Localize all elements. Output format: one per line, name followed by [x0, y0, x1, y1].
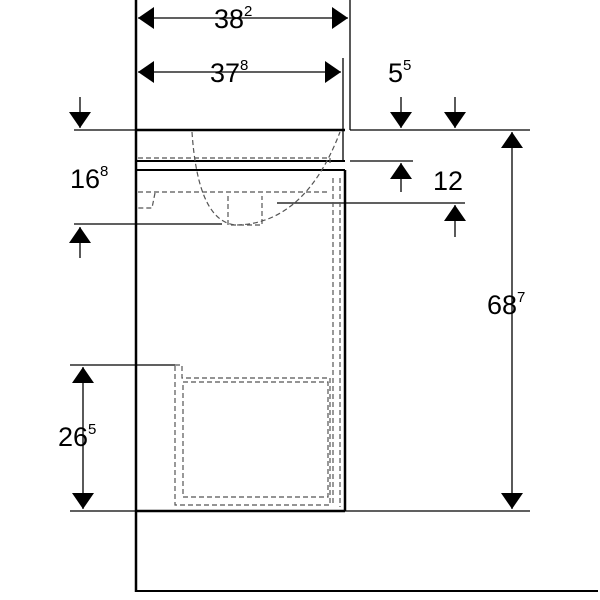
- label-basin-rim: 12: [433, 168, 463, 195]
- value-sup: 8: [240, 57, 249, 74]
- drawer-outer: [174, 364, 331, 506]
- label-basin-width: 378: [210, 57, 249, 88]
- basin-bowl: [191, 131, 341, 226]
- label-top-to-cabinet: 168: [70, 163, 109, 194]
- value-sup: 7: [517, 289, 526, 306]
- value: 5: [388, 58, 404, 88]
- value: 38: [214, 4, 245, 34]
- hidden-lines: [138, 131, 341, 507]
- value: 37: [210, 58, 241, 88]
- label-total-height: 687: [487, 289, 526, 320]
- label-overhang: 55: [388, 57, 412, 88]
- value-sup: 5: [88, 421, 97, 438]
- value: 68: [487, 290, 518, 320]
- label-drawer-height: 265: [58, 421, 97, 452]
- label-overall-width: 382: [214, 3, 253, 34]
- value-sup: 8: [100, 163, 109, 180]
- value: 12: [433, 166, 464, 196]
- value-sup: 2: [244, 3, 253, 20]
- value-sup: 5: [403, 57, 412, 74]
- drawer-inner: [182, 381, 329, 498]
- value: 26: [58, 422, 89, 452]
- value: 16: [70, 164, 101, 194]
